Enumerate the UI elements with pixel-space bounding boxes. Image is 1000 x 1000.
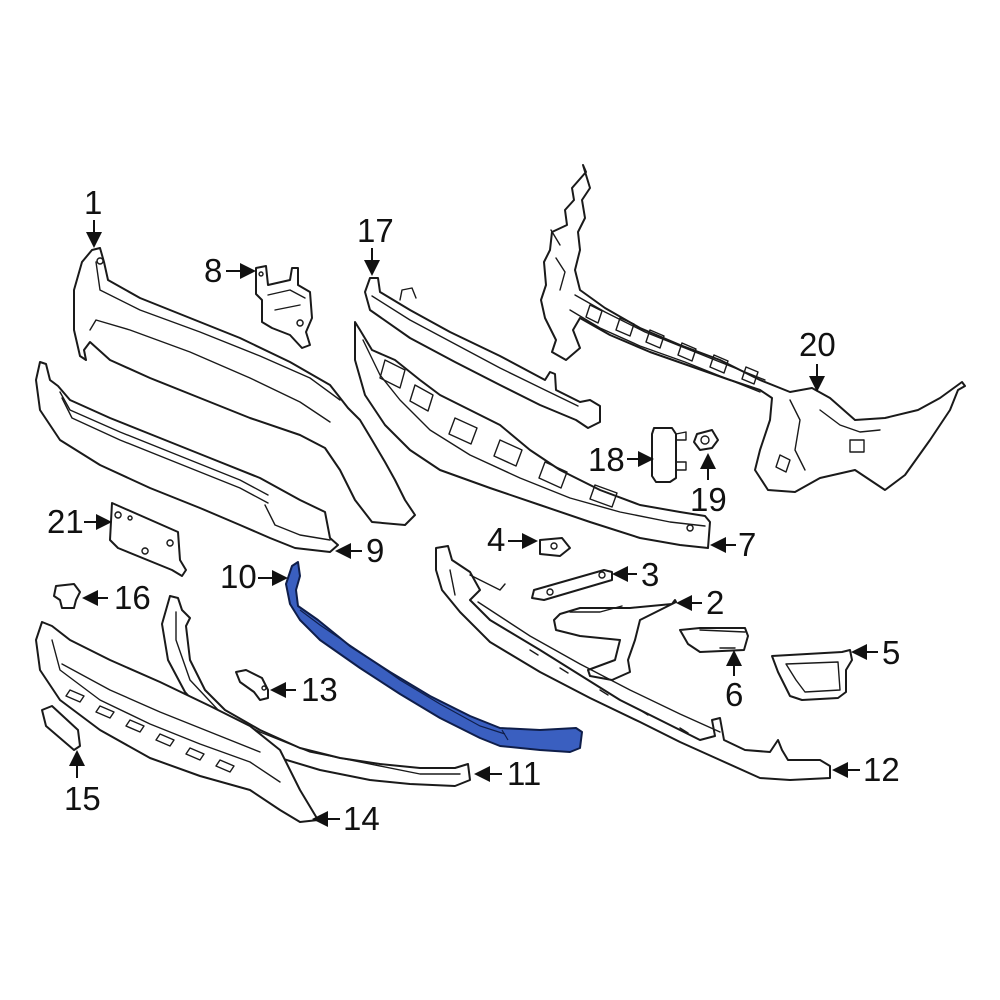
callout-5: 5 — [851, 634, 900, 671]
part-5-side-grille[interactable] — [771, 649, 853, 701]
callout-3: 3 — [612, 556, 659, 593]
callout-label-18: 18 — [588, 441, 625, 478]
part-2-fog-bezel[interactable] — [553, 599, 677, 681]
callout-label-19: 19 — [690, 481, 727, 518]
callout-14: 14 — [312, 800, 380, 837]
part-18-clip[interactable] — [651, 427, 687, 483]
callout-21: 21 — [47, 503, 112, 540]
callout-label-7: 7 — [738, 526, 756, 563]
callout-17: 17 — [357, 212, 394, 276]
callout-15: 15 — [64, 750, 101, 817]
part-10-highlighted-strip[interactable] — [285, 561, 583, 753]
callout-18: 18 — [588, 441, 654, 478]
callout-label-15: 15 — [64, 780, 101, 817]
callout-10: 10 — [220, 558, 288, 595]
callout-label-13: 13 — [301, 671, 338, 708]
callout-11: 11 — [474, 755, 541, 792]
part-4-clip[interactable] — [539, 537, 571, 557]
part-1-bumper-cover[interactable] — [73, 247, 416, 526]
callout-label-14: 14 — [343, 800, 380, 837]
callout-label-20: 20 — [799, 326, 836, 363]
part-14-lower-grille[interactable] — [35, 621, 319, 823]
callout-2: 2 — [676, 584, 724, 621]
callout-label-4: 4 — [487, 521, 505, 558]
part-9-lower-cover-trim[interactable] — [35, 361, 339, 553]
callout-1: 1 — [84, 184, 102, 248]
callout-label-5: 5 — [882, 634, 900, 671]
callout-label-6: 6 — [725, 676, 743, 713]
callout-6: 6 — [725, 650, 743, 713]
callout-4: 4 — [487, 521, 538, 558]
part-16-clip[interactable] — [53, 583, 81, 609]
callout-7: 7 — [710, 526, 756, 563]
callout-label-2: 2 — [706, 584, 724, 621]
part-21-license-bracket[interactable] — [109, 502, 187, 577]
part-7-energy-absorber[interactable] — [354, 321, 711, 549]
callout-label-1: 1 — [84, 184, 102, 221]
callout-label-9: 9 — [366, 532, 384, 569]
callout-label-11: 11 — [507, 755, 541, 792]
callout-13: 13 — [270, 671, 338, 708]
part-6-insert[interactable] — [679, 627, 749, 653]
callout-label-8: 8 — [204, 252, 222, 289]
callout-12: 12 — [832, 751, 900, 788]
part-15-insert[interactable] — [41, 705, 81, 751]
part-12-lower-bracket[interactable] — [435, 545, 831, 781]
callout-label-21: 21 — [47, 503, 84, 540]
callout-label-10: 10 — [220, 558, 257, 595]
callout-16: 16 — [82, 579, 151, 616]
callout-label-3: 3 — [641, 556, 659, 593]
callout-label-17: 17 — [357, 212, 394, 249]
part-20-bumper-reinforcement[interactable] — [540, 164, 966, 493]
part-17-upper-support[interactable] — [364, 277, 601, 429]
callout-20: 20 — [799, 326, 836, 392]
part-19-nut[interactable] — [693, 429, 719, 451]
callout-label-16: 16 — [114, 579, 151, 616]
part-13-clip[interactable] — [235, 669, 269, 701]
callout-19: 19 — [690, 453, 727, 518]
part-8-sensor-bracket[interactable] — [255, 265, 313, 349]
callout-label-12: 12 — [863, 751, 900, 788]
callout-8: 8 — [204, 252, 256, 289]
part-3-bracket[interactable] — [531, 569, 613, 601]
callout-9: 9 — [335, 532, 384, 569]
